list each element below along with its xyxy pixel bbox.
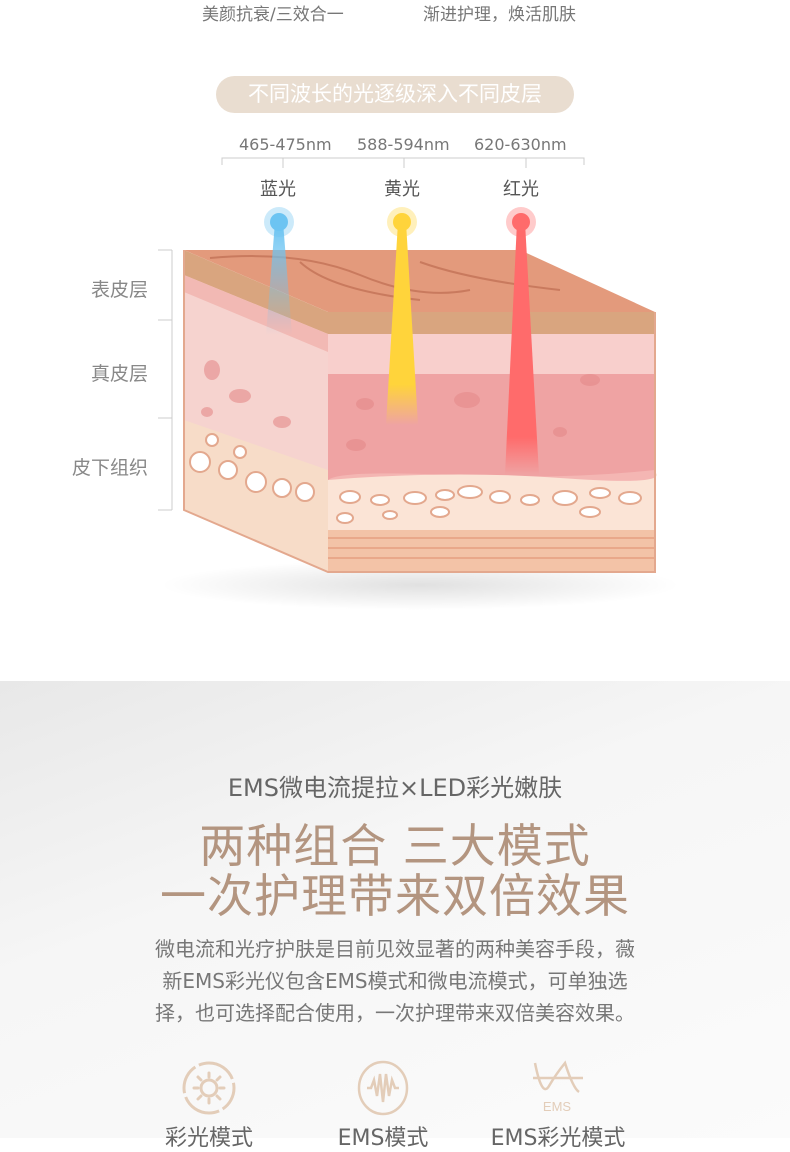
light-dot-red <box>512 213 530 231</box>
layer-subcutis: 皮下组织 <box>71 457 148 479</box>
skin-top-face <box>184 250 655 312</box>
mode-label-ems-light: EMS彩光模式 <box>490 1126 626 1151</box>
beam-red <box>505 222 539 475</box>
ems-icon-text: EMS <box>543 1099 572 1114</box>
skin-diagram <box>158 157 680 610</box>
mode-label-light: 彩光模式 <box>164 1126 253 1151</box>
light-dot-yellow <box>393 213 411 231</box>
beam-blue <box>266 222 292 335</box>
section-combination <box>0 681 790 1138</box>
mode-label-ems: EMS模式 <box>337 1126 429 1151</box>
headline-line-1: 两种组合 三大模式 <box>199 819 591 873</box>
wavelength-yellow: 588-594nm <box>357 135 450 154</box>
wavelength-red: 620-630nm <box>474 135 567 154</box>
sun-icon <box>182 1061 236 1115</box>
paragraph-line-1: 微电流和光疗护肤是目前见效显著的两种美容手段，薇 <box>155 937 635 961</box>
light-name-red: 红光 <box>503 179 539 200</box>
layer-bracket <box>158 249 173 511</box>
light-name-yellow: 黄光 <box>384 179 420 200</box>
caption-beauty: 美颜抗衰/三效合一 <box>202 5 344 25</box>
layer-dermis: 真皮层 <box>90 363 148 385</box>
paragraph-line-3: 择，也可选择配合使用，一次护理带来双倍美容效果。 <box>155 1001 635 1025</box>
layer-epidermis: 表皮层 <box>90 279 148 301</box>
wavelength-bracket <box>221 157 585 168</box>
wavelength-blue: 465-475nm <box>239 135 332 154</box>
wave-circle-icon <box>357 1060 409 1116</box>
sine-wave-icon: EMS <box>533 1060 583 1114</box>
light-name-blue: 蓝光 <box>260 179 296 200</box>
caption-care: 渐进护理，焕活肌肤 <box>423 5 576 25</box>
light-dot-blue <box>270 213 288 231</box>
section-subtitle: EMS微电流提拉×LED彩光嫩肤 <box>227 774 563 802</box>
paragraph-line-2: 新EMS彩光仪包含EMS模式和微电流模式，可单独选 <box>162 969 628 993</box>
beam-yellow <box>386 222 418 425</box>
pill-title: 不同波长的光逐级深入不同皮层 <box>216 76 574 113</box>
headline-line-2: 一次护理带来双倍效果 <box>160 869 630 923</box>
